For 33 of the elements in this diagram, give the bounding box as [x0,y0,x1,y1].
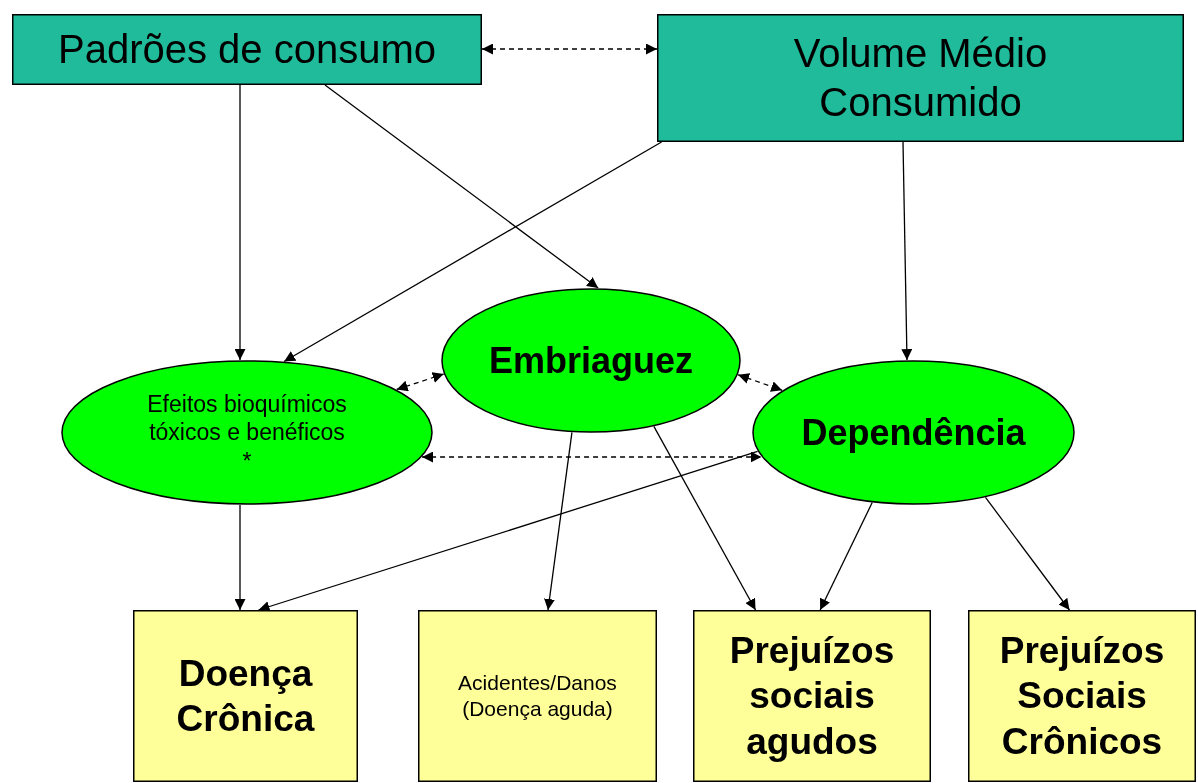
arrow [481,43,658,55]
category-box [12,14,482,85]
effect-ellipse [752,360,1075,505]
node-label: Padrões de consumo [58,26,436,74]
node-label: Doença Crônica [175,651,316,741]
footnote-mark: * [242,446,252,475]
arrow [234,84,246,361]
arrow [653,425,757,611]
node-label: Efeitos bioquímicos tóxicos e benéficos [146,390,348,447]
arrow [396,372,445,392]
node-label: Volume Médio Consumido [792,30,1049,126]
effect-ellipse [441,288,741,433]
arrow [737,373,783,392]
node-label: Prejuízos sociais agudos [728,629,896,764]
outcome-box [968,610,1196,782]
arrow [819,501,873,611]
outcome-box [693,610,931,782]
arrow [283,141,663,363]
category-box [657,14,1184,142]
arrow [257,450,759,612]
node-label: Dependência [801,410,1026,455]
arrow [234,504,246,611]
outcome-box [418,610,657,782]
arrow [324,84,599,289]
arrow [421,451,763,463]
arrow [901,141,913,361]
arrow [544,431,573,611]
node-label: Embriaguez [488,338,693,383]
arrow [984,496,1071,611]
node-label: Acidentes/Danos (Doença aguda) [457,670,618,722]
effect-ellipse [61,360,433,505]
outcome-box [133,610,358,782]
node-label: Prejuízos Sociais Crônicos [998,629,1166,764]
